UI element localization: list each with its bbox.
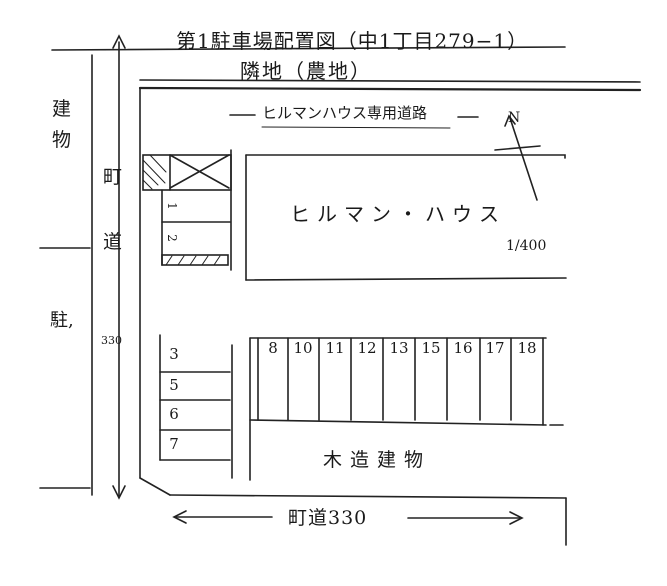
building-label: ヒルマン・ハウス [290, 202, 506, 226]
building-top [245, 154, 566, 159]
property-line-bottom [169, 494, 567, 499]
road-left-number: 330 [101, 334, 122, 347]
slot-label: 13 [389, 339, 409, 357]
upper-block-header [142, 154, 232, 191]
slot-label: 17 [485, 339, 505, 357]
north-arrow-head [504, 114, 516, 127]
north-label: N [508, 110, 521, 126]
slot-label: 11 [325, 339, 345, 357]
bottom-road-label: 町道330 [288, 507, 368, 529]
slot-label: 16 [453, 339, 473, 357]
slot-label: 3 [169, 345, 179, 363]
road-arrow-up [112, 34, 126, 49]
north-arrow-line [509, 117, 538, 201]
neighbor-line-2 [138, 86, 642, 92]
slot-label: 7 [169, 435, 179, 453]
slot-label: 10 [293, 339, 313, 357]
slot-label: 5 [169, 376, 179, 394]
left-parking-label: 駐, [50, 310, 74, 331]
slot-label: 18 [517, 339, 537, 357]
cross-2 [169, 154, 230, 189]
upper-block-footer [161, 254, 229, 266]
road-underline [261, 126, 451, 129]
left-building-label: 建 物 [52, 100, 74, 196]
left-building-char: 建 [52, 98, 72, 120]
road-arrow-down [112, 485, 126, 500]
slot-label: 2 [164, 234, 179, 242]
road-left-label: 町 道 [103, 168, 125, 298]
wooden-building-label: 木造建物 [323, 449, 432, 471]
property-line-corner [139, 477, 171, 496]
scale-label: 1/400 [506, 238, 547, 254]
left-building-char: 物 [52, 129, 72, 151]
wood-divider [249, 419, 547, 426]
private-road-label: ヒルマンハウス専用道路 [262, 104, 428, 122]
neighbor-line-1 [139, 79, 641, 83]
north-arrow-cross [494, 145, 541, 151]
road-left-char: 道 [103, 231, 123, 253]
slot-label: 6 [169, 405, 179, 423]
drawing-title: 第1駐車場配置図（中1丁目279−1） [176, 29, 529, 53]
slot-label: 12 [357, 339, 377, 357]
road-left-char: 町 [103, 166, 123, 188]
building-bottom [245, 277, 567, 281]
slot-label: 1 [164, 202, 179, 210]
slot-label: 8 [268, 339, 278, 357]
neighbor-land-label: 隣地（農地） [240, 59, 372, 83]
top-boundary-line [51, 46, 566, 51]
slot-label: 15 [421, 339, 441, 357]
